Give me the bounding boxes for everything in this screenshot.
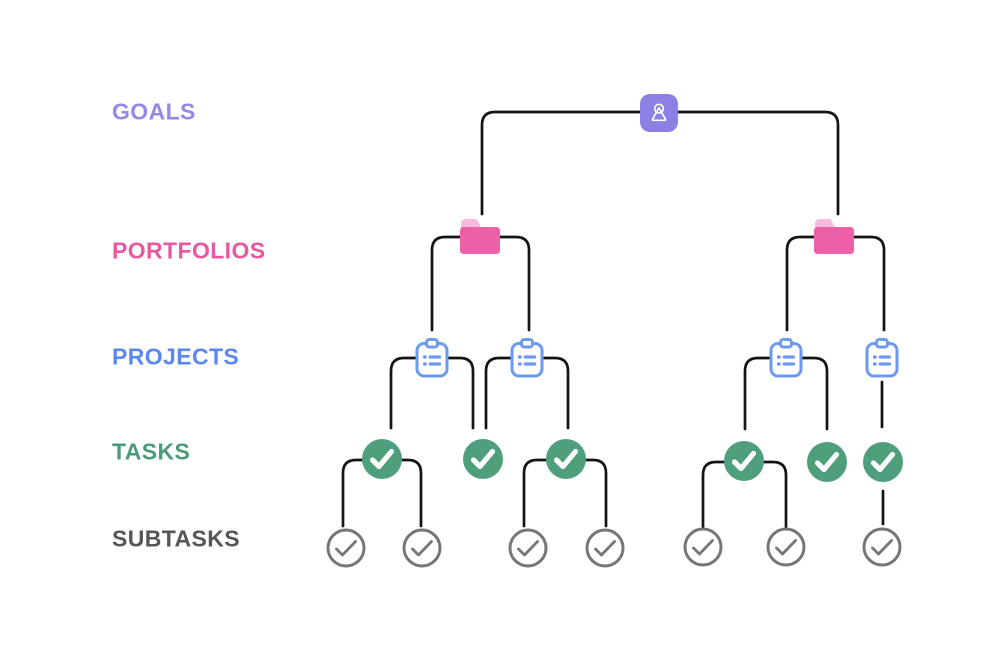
connector-line (743, 356, 829, 431)
connector-line (480, 110, 840, 216)
connector-line (701, 460, 788, 529)
connector-line (430, 235, 531, 332)
connector-line (341, 458, 423, 528)
connector-line (522, 458, 608, 528)
connector-line (484, 356, 570, 430)
connector-line (389, 356, 475, 430)
connector-line (785, 235, 886, 332)
